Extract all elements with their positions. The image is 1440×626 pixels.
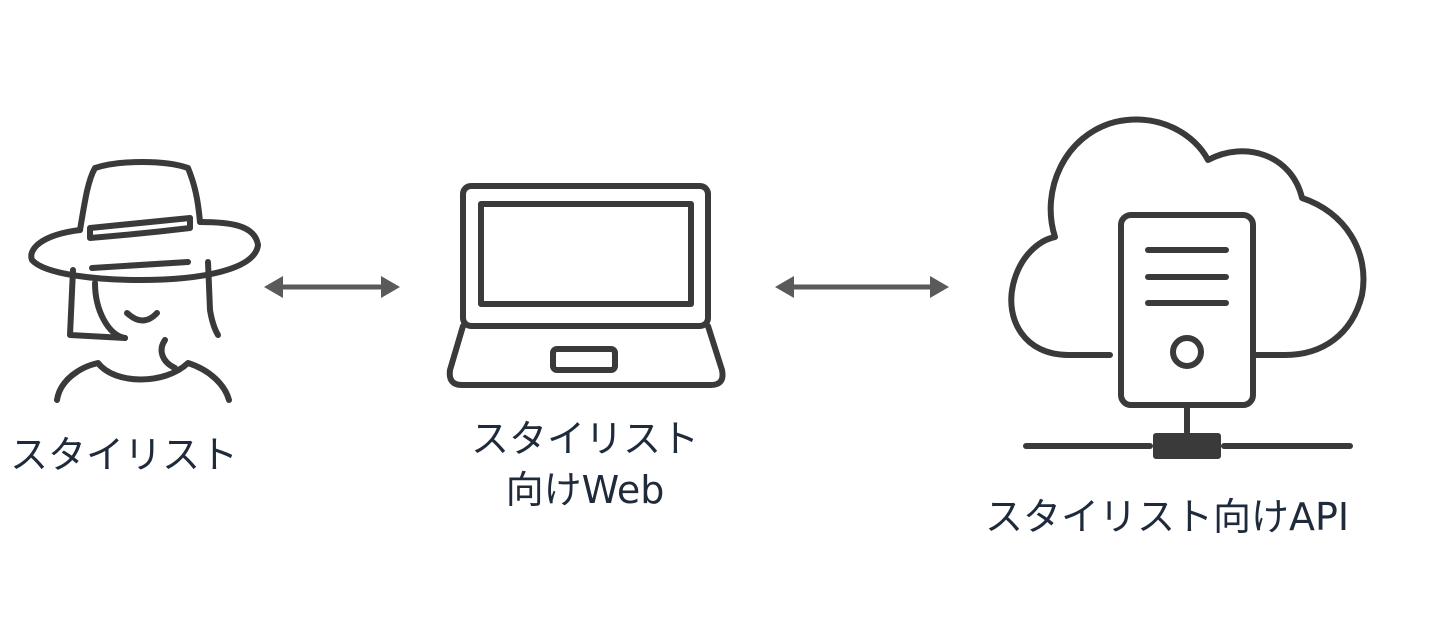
- person-with-hat-icon: [28, 159, 261, 403]
- web-label-line2: 向けWeb: [506, 468, 665, 512]
- server-icon: [1118, 212, 1256, 408]
- arrowhead-right-icon: [381, 276, 400, 298]
- cloud-server-icon: [1008, 116, 1367, 459]
- cloud-icon: [1008, 116, 1367, 358]
- bidirectional-arrow-web-api: [775, 276, 949, 298]
- arrowhead-left-icon: [775, 276, 794, 298]
- arrowhead-right-icon: [930, 276, 949, 298]
- bidirectional-arrow-stylist-web: [264, 276, 400, 298]
- web-label-line1: スタイリスト: [471, 417, 699, 461]
- api-node: スタイリスト向けAPI: [985, 116, 1367, 539]
- api-label: スタイリスト向けAPI: [985, 495, 1349, 539]
- arrowhead-left-icon: [264, 276, 283, 298]
- stylist-node: スタイリスト: [10, 159, 261, 477]
- laptop-icon: [446, 183, 726, 388]
- web-node: スタイリスト 向けWeb: [446, 183, 726, 512]
- stylist-label: スタイリスト: [10, 433, 238, 477]
